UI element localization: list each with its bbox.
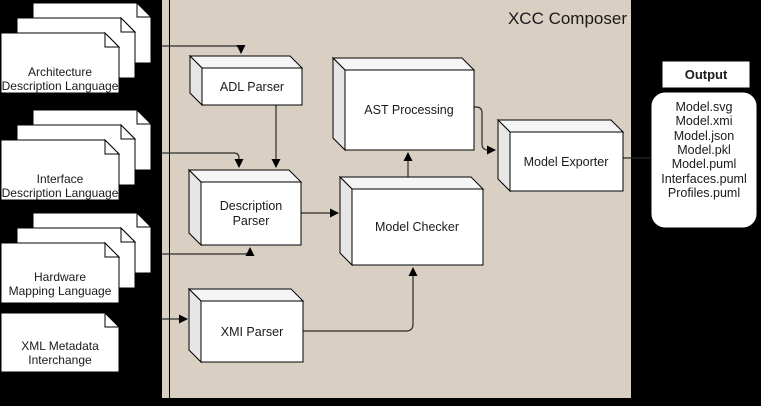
node-front-face — [200, 300, 304, 363]
connector-interface-to-description-parser — [162, 152, 244, 168]
doc-label-line1: Architecture — [28, 65, 92, 79]
node-description-parser: Description Parser — [187, 168, 303, 247]
doc-hardware-mapping-language: Hardware Mapping Language — [0, 211, 153, 304]
output-panel: Output Model.svg Model.xmi Model.json Mo… — [650, 60, 758, 229]
output-file-item: Model.puml — [672, 157, 737, 171]
node-top-face — [496, 119, 625, 133]
node-label: AST Processing — [364, 103, 453, 117]
document-fold-icon — [136, 211, 153, 228]
node-top-face — [331, 57, 476, 71]
output-file-item: Model.json — [674, 129, 734, 143]
doc-label-line2: Description Language — [2, 79, 119, 93]
document-shape-front — [0, 312, 120, 373]
connector-architecture-to-adl-parser — [162, 45, 246, 54]
node-side-face — [339, 175, 353, 267]
node-model-checker: Model Checker — [338, 175, 485, 267]
node-ast-processing: AST Processing — [331, 56, 476, 152]
node-top-face — [188, 55, 304, 69]
doc-label-line1: Hardware — [34, 270, 86, 284]
output-file-item: Model.pkl — [677, 143, 731, 157]
document-fold-icon — [104, 311, 121, 328]
document-shape-front — [0, 32, 120, 94]
doc-label-line2-muted: Description Language — [2, 186, 119, 200]
output-file-item: Model.xmi — [676, 114, 733, 128]
node-side-face — [332, 56, 346, 152]
output-file-item: Model.svg — [676, 100, 733, 114]
connector-ast-processing-to-model-exporter — [474, 106, 496, 155]
document-shape-front — [0, 139, 120, 201]
node-label: XMI Parser — [221, 325, 284, 339]
node-side-face — [188, 168, 202, 247]
node-top-face — [338, 176, 485, 190]
node-label: ADL Parser — [220, 80, 284, 94]
doc-architecture-description-language: Architecture Description Language — [0, 1, 153, 94]
doc-interface-description-language: Interface Description Language — [0, 108, 153, 201]
document-fold-icon — [120, 16, 137, 33]
node-label: Model Checker — [375, 220, 459, 234]
node-label: Model Exporter — [524, 155, 609, 169]
node-front-face — [351, 188, 484, 266]
doc-label-line1: Interface — [37, 172, 84, 186]
output-header-box — [661, 60, 751, 89]
composer-title: XCC Composer — [508, 9, 627, 28]
connector-xmi-parser-to-model-checker — [303, 267, 418, 332]
node-model-exporter: Model Exporter — [496, 118, 625, 193]
document-fold-icon — [136, 1, 153, 18]
node-front-face — [201, 67, 303, 106]
doc-label-line2: Interchange — [28, 353, 92, 367]
node-front-face — [200, 181, 302, 246]
document-fold-icon — [104, 31, 121, 48]
doc-label-line1: XML Metadata — [21, 339, 99, 353]
node-label-line2: Parser — [233, 214, 270, 228]
document-fold-icon — [104, 138, 121, 155]
node-top-face — [187, 288, 305, 302]
document-fold-icon — [104, 241, 121, 258]
output-file-item: Interfaces.puml — [661, 172, 746, 186]
output-header-label: Output — [685, 67, 728, 82]
node-side-face — [188, 287, 202, 364]
node-side-face — [497, 118, 511, 193]
node-xmi-parser: XMI Parser — [187, 287, 305, 364]
node-front-face — [344, 69, 475, 151]
document-shape-front — [0, 242, 120, 304]
output-file-item: Profiles.puml — [668, 186, 740, 200]
document-fold-icon — [120, 226, 137, 243]
connector-hardware-to-description-parser — [162, 247, 255, 256]
output-files-box — [650, 91, 758, 229]
node-adl-parser: ADL Parser — [188, 54, 304, 107]
node-top-face — [187, 169, 303, 183]
node-front-face — [509, 131, 624, 192]
document-fold-icon — [136, 108, 153, 125]
document-fold-icon — [120, 123, 137, 140]
doc-xml-metadata-interchange: XML Metadata Interchange — [0, 311, 121, 373]
node-label-line1: Description — [220, 199, 283, 213]
doc-label-line2-muted: Mapping Language — [9, 284, 112, 298]
